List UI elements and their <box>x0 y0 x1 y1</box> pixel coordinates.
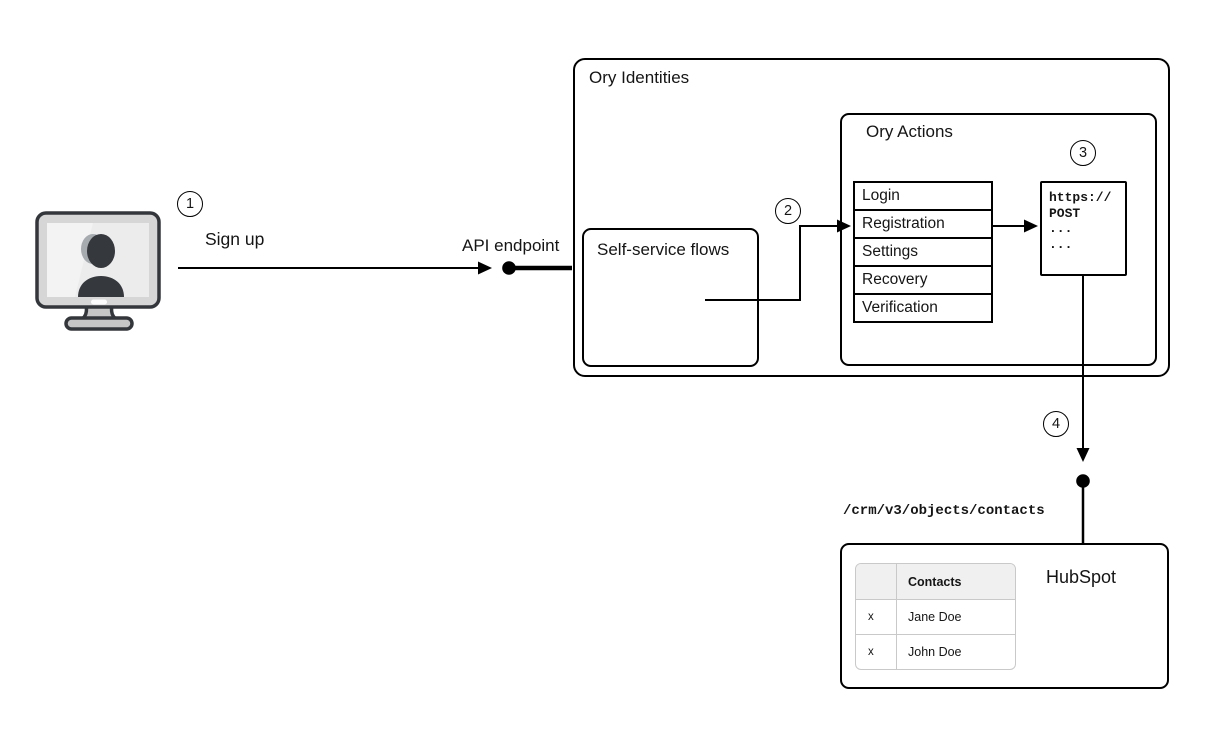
down-arrowhead <box>1076 448 1090 462</box>
webhook-url-line: https:// <box>1049 190 1112 205</box>
contacts-table: Contacts x Jane Doe x John Doe <box>855 563 1016 670</box>
flow-row-login: Login <box>853 181 993 211</box>
webhook-method-line: POST <box>1049 205 1081 221</box>
flow-row-verification: Verification <box>853 293 993 323</box>
crm-endpoint-label: /crm/v3/objects/contacts <box>843 503 1045 519</box>
ory-identities-title: Ory Identities <box>589 68 690 87</box>
contact-name: Jane Doe <box>908 610 962 624</box>
flow-row-recovery: Recovery <box>853 265 993 295</box>
ory-actions-title: Ory Actions <box>866 122 953 141</box>
monitor-stand-base <box>64 316 134 331</box>
user-computer-icon <box>35 211 161 331</box>
api-endpoint-dot <box>502 261 516 275</box>
contact-mark: x <box>856 635 897 669</box>
flow-row-settings: Settings <box>853 237 993 267</box>
monitor-button <box>91 299 107 305</box>
step-2-badge: 2 <box>775 198 801 224</box>
hubspot-title: HubSpot <box>1046 567 1117 587</box>
contact-name: John Doe <box>908 645 962 659</box>
crm-endpoint-dot <box>1076 474 1090 488</box>
signup-arrowhead <box>478 261 492 275</box>
flow-list: Login Registration Settings Recovery Ver… <box>853 181 993 323</box>
signup-label: Sign up <box>205 229 265 249</box>
webhook-ellipsis-line: ... <box>1049 221 1073 236</box>
step-3-badge: 3 <box>1070 140 1096 166</box>
contacts-header-mark-cell <box>856 564 897 599</box>
flow-row-registration: Registration <box>853 209 993 239</box>
user-head <box>87 234 115 268</box>
contact-row: x John Doe <box>856 634 1015 669</box>
contact-row: x Jane Doe <box>856 599 1015 634</box>
self-service-flows-title: Self-service flows <box>597 240 730 259</box>
api-endpoint-label: API endpoint <box>462 236 560 255</box>
webhook-code-box: https:// POST ... ... <box>1040 181 1127 276</box>
user-shoulders <box>78 276 124 297</box>
contacts-header-label: Contacts <box>908 574 962 589</box>
contact-mark: x <box>856 600 897 634</box>
webhook-ellipsis-line: ... <box>1049 236 1073 252</box>
step-1-badge: 1 <box>177 191 203 217</box>
contacts-table-header: Contacts <box>856 564 1015 599</box>
step-4-badge: 4 <box>1043 411 1069 437</box>
monitor-screen-highlight <box>47 223 93 297</box>
